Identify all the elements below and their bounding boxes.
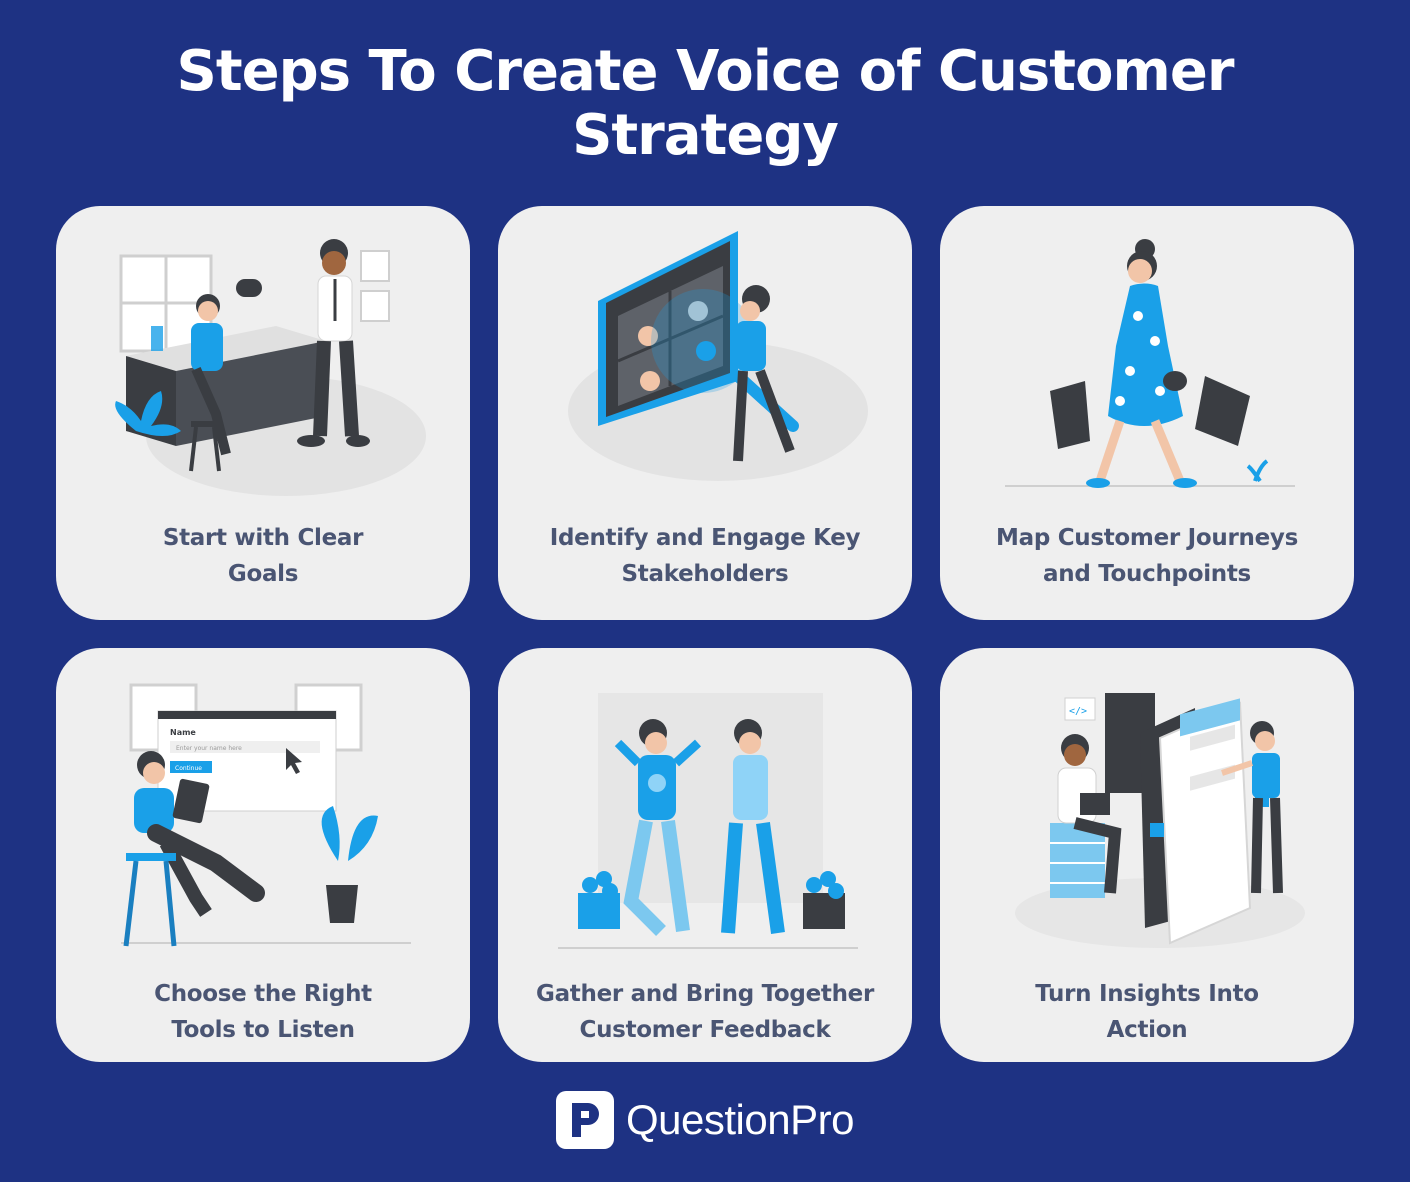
step-label-stakeholders: Identify and Engage Key Stakeholders bbox=[528, 520, 882, 592]
step-label-customer-feedback: Gather and Bring Together Customer Feedb… bbox=[528, 976, 882, 1048]
step-card-stakeholders: Identify and Engage Key Stakeholders bbox=[498, 206, 912, 620]
magnifier-over-video-call-illustration bbox=[568, 231, 868, 481]
form-continue-button bbox=[170, 761, 212, 773]
step-label-clear-goals: Start with Clear Goals bbox=[86, 520, 440, 592]
step-card-right-tools: Name Enter your name here Continue Choos… bbox=[56, 648, 470, 1062]
woman-with-tablet-form-illustration: Name Enter your name here Continue bbox=[121, 683, 411, 947]
step-label-line-1: Choose the Right bbox=[154, 981, 372, 1007]
step-label-line-2: Customer Feedback bbox=[579, 1017, 831, 1043]
step-label-line-2: Action bbox=[1106, 1017, 1188, 1043]
step-card-customer-journeys: Map Customer Journeys and Touchpoints bbox=[940, 206, 1354, 620]
step-label-customer-journeys: Map Customer Journeys and Touchpoints bbox=[970, 520, 1324, 592]
step-label-line-2: Stakeholders bbox=[621, 561, 789, 587]
step-card-clear-goals: Start with Clear Goals bbox=[56, 206, 470, 620]
step-label-insights-action: Turn Insights Into Action bbox=[970, 976, 1324, 1048]
step-label-line-1: Map Customer Journeys bbox=[996, 525, 1298, 551]
form-name-placeholder: Enter your name here bbox=[176, 745, 242, 752]
brand-logo: QuestionPro bbox=[556, 1090, 854, 1150]
step-label-line-1: Start with Clear bbox=[162, 525, 364, 551]
page-title: Steps To Create Voice of Customer Strate… bbox=[0, 40, 1410, 168]
step-label-line-2: Tools to Listen bbox=[171, 1017, 355, 1043]
questionpro-logo-icon bbox=[556, 1091, 614, 1149]
form-name-label: Name bbox=[170, 728, 196, 737]
title-line-1: Steps To Create Voice of Customer bbox=[176, 39, 1235, 104]
cursor-icon bbox=[286, 748, 302, 774]
step-card-customer-feedback: Gather and Bring Together Customer Feedb… bbox=[498, 648, 912, 1062]
step-label-line-2: Goals bbox=[227, 561, 299, 587]
people-with-app-screens-illustration: </> bbox=[1015, 693, 1305, 948]
brand-name: QuestionPro bbox=[626, 1096, 854, 1143]
people-talking-at-counter-illustration bbox=[115, 239, 426, 496]
title-line-2: Strategy bbox=[572, 103, 839, 168]
step-label-line-1: Gather and Bring Together bbox=[536, 981, 874, 1007]
step-label-line-1: Turn Insights Into bbox=[1035, 981, 1259, 1007]
step-label-right-tools: Choose the Right Tools to Listen bbox=[86, 976, 440, 1048]
step-label-line-1: Identify and Engage Key bbox=[549, 525, 861, 551]
woman-with-shopping-bags-illustration bbox=[1005, 239, 1295, 488]
form-continue-label: Continue bbox=[175, 765, 202, 772]
step-label-line-2: and Touchpoints bbox=[1043, 561, 1251, 587]
code-icon: </> bbox=[1069, 706, 1087, 717]
step-card-insights-action: </> Turn Insights Into Action bbox=[940, 648, 1354, 1062]
two-women-with-emoji-boxes-illustration bbox=[558, 693, 858, 949]
